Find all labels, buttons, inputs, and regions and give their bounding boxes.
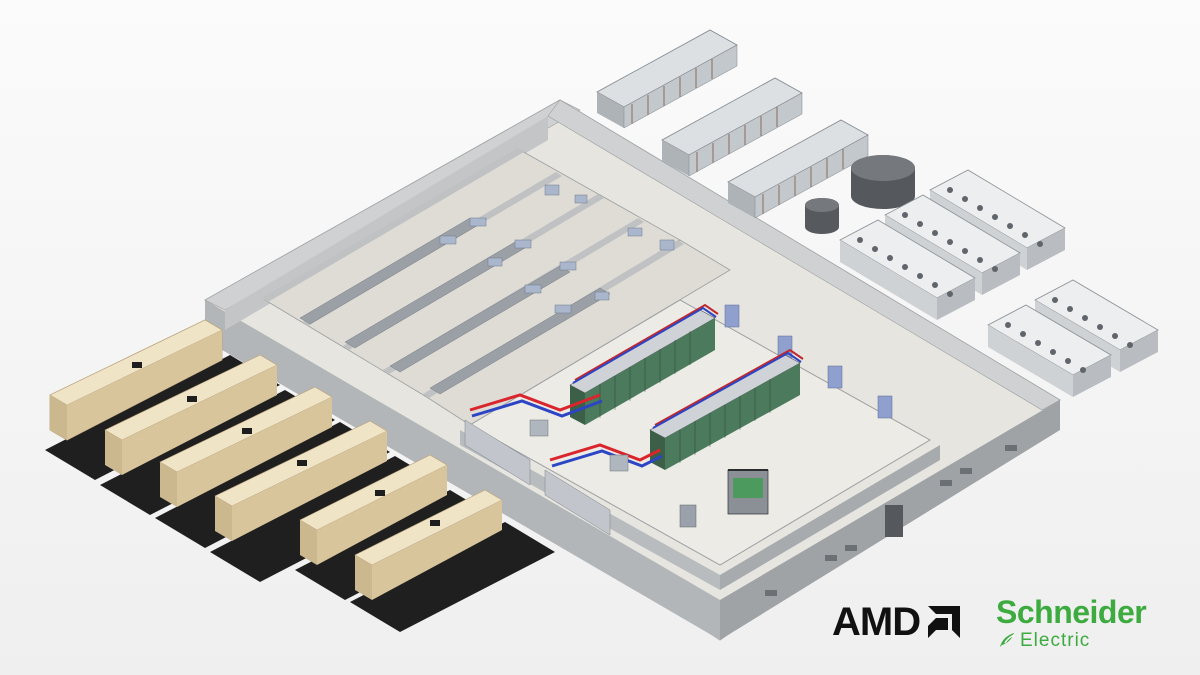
building bbox=[204, 99, 1061, 641]
generators bbox=[45, 319, 555, 632]
dry-coolers bbox=[839, 169, 1159, 397]
amd-arrow-icon bbox=[928, 606, 961, 638]
chiller bbox=[727, 119, 869, 219]
dry-cooler bbox=[839, 219, 976, 320]
schneider-leaf-icon bbox=[1000, 633, 1015, 647]
chiller bbox=[661, 77, 803, 177]
building-door bbox=[885, 505, 903, 537]
cooling-pipes bbox=[464, 393, 697, 536]
cooling-distribution-unit bbox=[727, 469, 769, 515]
schneider-electric-logo: Schneider Electric bbox=[996, 596, 1172, 651]
amd-logo: AMD bbox=[832, 600, 962, 644]
electric-logo-text: Electric bbox=[1020, 629, 1091, 651]
schneider-logo-text: Schneider bbox=[996, 594, 1147, 630]
dry-cooler bbox=[987, 304, 1112, 397]
chiller bbox=[596, 29, 738, 129]
amd-logo-text: AMD bbox=[832, 600, 921, 644]
generator bbox=[350, 489, 555, 632]
water-tanks bbox=[805, 155, 915, 234]
chillers bbox=[596, 29, 869, 219]
